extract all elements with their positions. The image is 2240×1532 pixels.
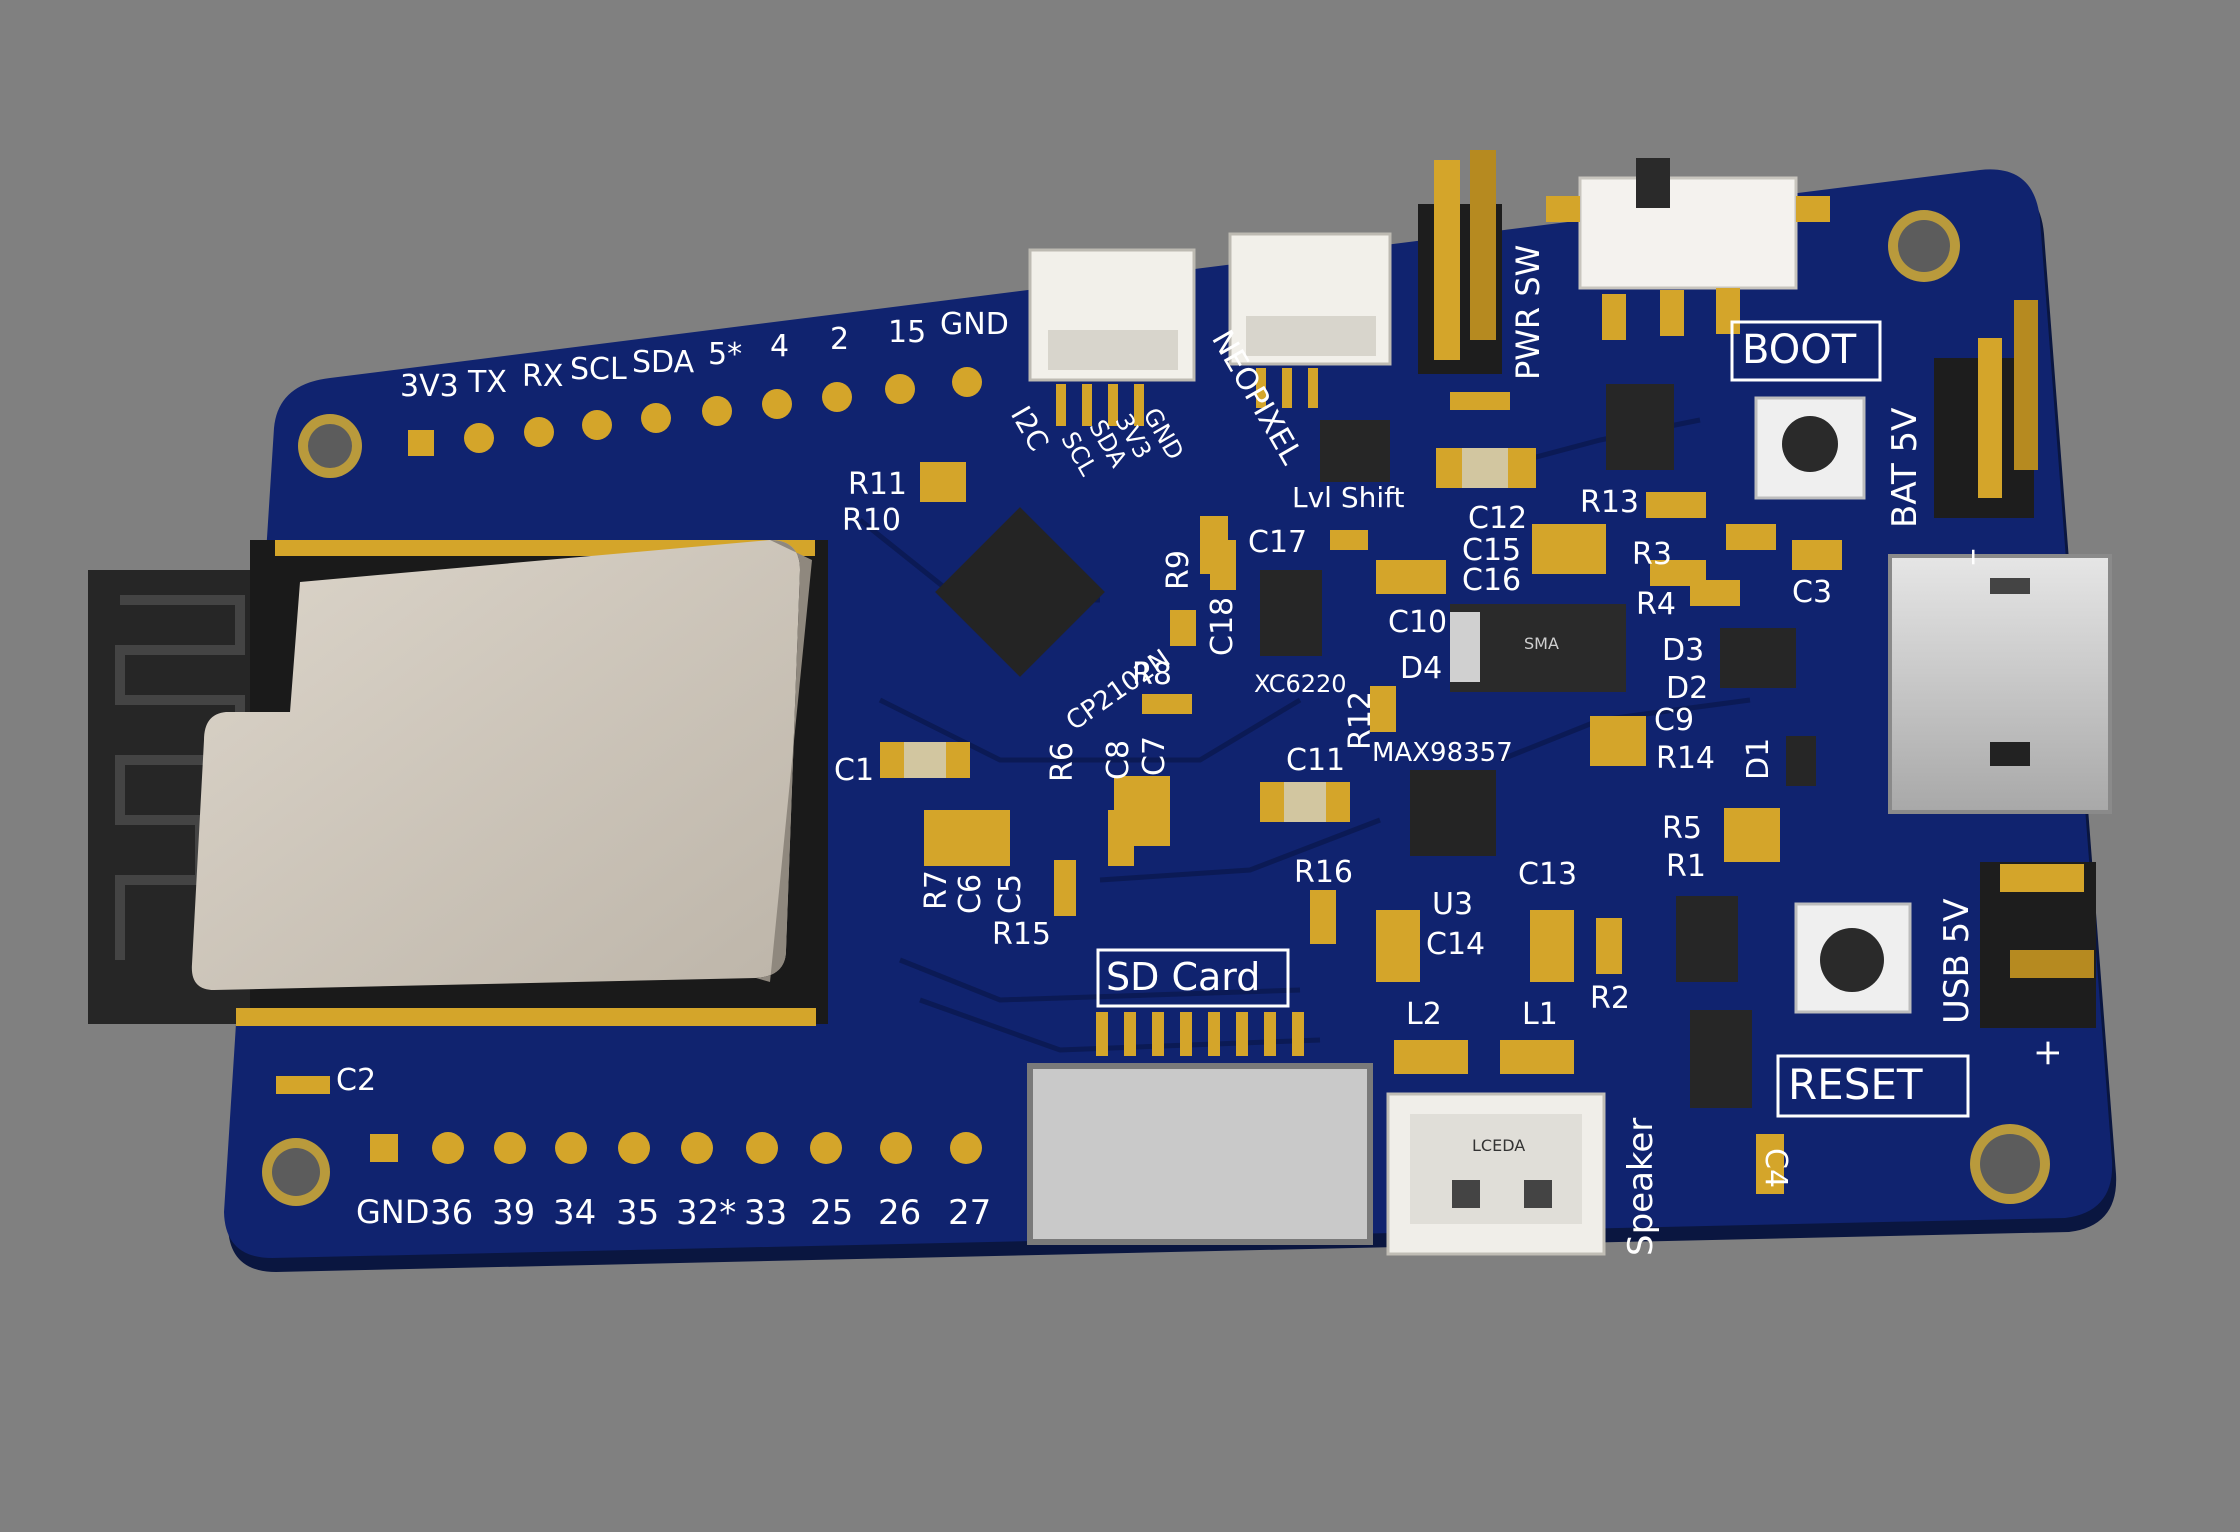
xc6220-label: XC6220: [1254, 670, 1347, 698]
pin-label-tx: TX: [468, 365, 507, 400]
i2c-label: I2C: [1004, 400, 1056, 457]
ref-c7: C7: [1137, 735, 1172, 776]
speaker-label: Speaker: [1621, 1117, 1661, 1256]
pin-label-15: 15: [888, 315, 927, 350]
sd-card-slot: [1027, 1063, 1373, 1245]
ref-r13: R13: [1580, 485, 1640, 520]
pin-label-32: 32*: [676, 1193, 737, 1233]
ref-r14: R14: [1656, 741, 1716, 776]
ref-r7: R7: [919, 870, 954, 910]
pin-label-35: 35: [616, 1193, 660, 1233]
ref-l1: L1: [1522, 997, 1558, 1032]
ref-r3: R3: [1632, 537, 1672, 572]
ref-r16: R16: [1294, 855, 1354, 890]
pwr-sw-label: PWR SW: [1509, 244, 1547, 380]
pin-label-26: 26: [878, 1193, 922, 1233]
ref-c2: C2: [336, 1063, 377, 1098]
pin-label-gnd-bottom: GND: [356, 1193, 430, 1231]
ref-c3: C3: [1792, 575, 1833, 610]
pin-label-4: 4: [770, 329, 790, 364]
ref-d2: D2: [1666, 671, 1709, 706]
u3-label: U3: [1432, 887, 1474, 922]
pin-label-25: 25: [810, 1193, 854, 1233]
ref-c17: C17: [1248, 525, 1308, 560]
usb-5v-label: USB 5V: [1937, 898, 1977, 1025]
header-top-pads: [408, 367, 982, 456]
tactile-buttons: [1754, 396, 1912, 1014]
ref-c12: C12: [1468, 501, 1528, 536]
ref-c5: C5: [993, 873, 1028, 914]
esp32-shield: [191, 540, 800, 990]
slide-switch: [1578, 176, 1798, 290]
ref-c11: C11: [1286, 743, 1346, 778]
pin-label-scl: SCL: [570, 352, 627, 387]
pin-label-2: 2: [830, 322, 850, 357]
jst-connectors: [1028, 232, 1392, 426]
ref-c16: C16: [1462, 563, 1522, 598]
ref-r6: R6: [1045, 742, 1080, 782]
reset-label: RESET: [1788, 1060, 1923, 1109]
pin-label-3v3: 3V3: [400, 369, 459, 404]
ref-r5: R5: [1662, 811, 1702, 846]
pin-label-36: 36: [430, 1193, 474, 1233]
chips: [935, 384, 1816, 1108]
pin-label-34: 34: [553, 1193, 597, 1233]
plus-label: +: [2027, 1037, 2068, 1068]
ref-r11: R11: [848, 467, 908, 502]
pin-label-5: 5*: [708, 337, 743, 372]
ref-c6: C6: [953, 873, 988, 914]
ref-r2: R2: [1590, 981, 1630, 1016]
ref-d4: D4: [1400, 651, 1443, 686]
ref-c13: C13: [1518, 857, 1578, 892]
ref-r15: R15: [992, 917, 1052, 952]
boot-label: BOOT: [1742, 327, 1857, 373]
pin-label-rx: RX: [522, 359, 564, 394]
mounting-holes: [262, 210, 2050, 1206]
ref-r10: R10: [842, 503, 902, 538]
micro-usb: [1888, 554, 2112, 814]
lvl-shift-label: Lvl Shift: [1292, 481, 1405, 514]
ref-d3: D3: [1662, 633, 1705, 668]
ref-r9: R9: [1161, 550, 1196, 590]
ref-d1: D1: [1741, 737, 1776, 780]
ref-c15: C15: [1462, 533, 1522, 568]
ref-c18: C18: [1205, 596, 1240, 656]
pin-label-39: 39: [492, 1193, 536, 1233]
ref-c10: C10: [1388, 605, 1448, 640]
ref-r8: R8: [1132, 657, 1172, 692]
sma-label: SMA: [1524, 634, 1559, 653]
sd-card-label: SD Card: [1106, 955, 1261, 999]
silk-boxes: [1096, 320, 1970, 1118]
neopixel-label: NEOPIXEL: [1204, 324, 1309, 471]
ref-c1: C1: [834, 753, 875, 788]
pin-label-33: 33: [744, 1193, 788, 1233]
pin-label-sda: SDA: [632, 345, 695, 380]
ref-c14: C14: [1426, 927, 1486, 962]
pin-label-gnd-top: GND: [940, 307, 1009, 342]
minus-label: –: [1951, 548, 1992, 566]
max98357-label: MAX98357: [1372, 738, 1513, 768]
passives: [276, 392, 1842, 1194]
ref-r4: R4: [1636, 587, 1676, 622]
lceda-label: LCEDA: [1472, 1136, 1526, 1155]
ref-c8: C8: [1101, 739, 1136, 780]
ref-c9: C9: [1654, 703, 1695, 738]
pin-label-27: 27: [948, 1193, 992, 1233]
ref-r1: R1: [1666, 849, 1706, 884]
bat-5v-label: BAT 5V: [1885, 407, 1925, 528]
ref-r12: R12: [1343, 690, 1378, 750]
ref-c4: C4: [1758, 1148, 1793, 1189]
ref-l2: L2: [1406, 997, 1442, 1032]
header-bottom-pads: [370, 1132, 982, 1164]
